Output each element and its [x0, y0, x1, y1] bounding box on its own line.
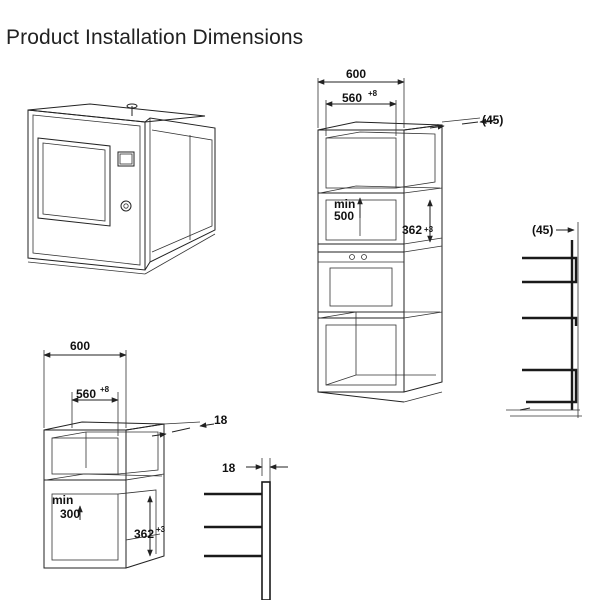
- microwave-frame: [27, 109, 146, 271]
- wall-inner-tolerance-label: +8: [100, 385, 110, 394]
- wall-cabinet-illustration: [43, 421, 165, 569]
- wall-min-value: 300: [60, 507, 80, 521]
- oven-front: [317, 251, 405, 313]
- wall-side-section-illustration: [204, 458, 288, 600]
- microwave-knob: [120, 200, 132, 212]
- microwave-window: [37, 137, 111, 227]
- side-depth-label: (45): [532, 223, 553, 237]
- tall-inner-width-label: 560: [342, 91, 362, 105]
- microwave-illustration: [27, 103, 216, 275]
- wall-width-label: 600: [70, 339, 90, 353]
- tall-depth-label: (45): [482, 113, 503, 127]
- tall-height-tolerance-label: +3: [424, 225, 434, 234]
- wall-inner-width-label: 560: [76, 387, 96, 401]
- tall-cabinet-dimensions: [317, 78, 497, 243]
- wall-min-label: min: [52, 493, 73, 507]
- wall-thickness-label: 18: [214, 413, 228, 427]
- tall-cabinet-illustration: [317, 121, 443, 403]
- tall-width-label: 600: [346, 67, 366, 81]
- tall-height-label: 362: [402, 223, 422, 237]
- wall-height-tolerance-label: +3: [156, 525, 166, 534]
- wall-cabinet-dimensions: [43, 350, 215, 557]
- tall-inner-tolerance-label: +8: [368, 89, 378, 98]
- microwave-display: [117, 151, 135, 167]
- page-title: Product Installation Dimensions: [6, 26, 304, 49]
- tall-min-label: min: [334, 197, 355, 211]
- wall-height-label: 362: [134, 527, 154, 541]
- side-section-illustration: [506, 222, 582, 418]
- side-thickness-label: 18: [222, 461, 236, 475]
- tall-min-value: 500: [334, 209, 354, 223]
